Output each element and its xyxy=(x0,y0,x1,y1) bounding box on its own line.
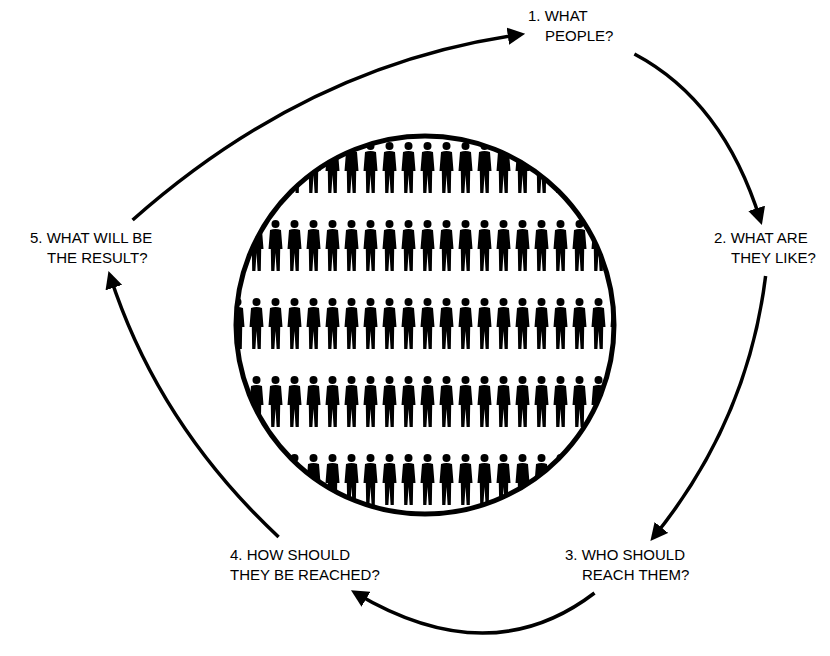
cycle-arrow xyxy=(110,276,279,537)
cycle-arrow xyxy=(133,35,520,221)
question-node: 1. WHAT PEOPLE? xyxy=(528,6,635,46)
crowd-silhouettes xyxy=(230,130,620,520)
cycle-arrow xyxy=(356,593,595,633)
question-text: 2. WHAT ARE THEY LIKE? xyxy=(731,228,824,268)
question-text: 5. WHAT WILL BE THE RESULT? xyxy=(47,228,172,268)
question-node: 2. WHAT ARE THEY LIKE? xyxy=(714,228,824,268)
question-node: 5. WHAT WILL BE THE RESULT? xyxy=(30,228,172,268)
question-node: 3. WHO SHOULD REACH THEM? xyxy=(565,545,697,585)
question-text: 4. HOW SHOULD THEY BE REACHED? xyxy=(230,545,387,585)
question-node: 4. HOW SHOULD THEY BE REACHED? xyxy=(230,545,387,585)
crowd-circle xyxy=(236,136,614,514)
question-text: 1. WHAT PEOPLE? xyxy=(545,6,635,46)
cycle-arrow xyxy=(634,54,760,220)
cycle-arrow xyxy=(654,276,766,537)
question-text: 3. WHO SHOULD REACH THEM? xyxy=(582,545,697,585)
